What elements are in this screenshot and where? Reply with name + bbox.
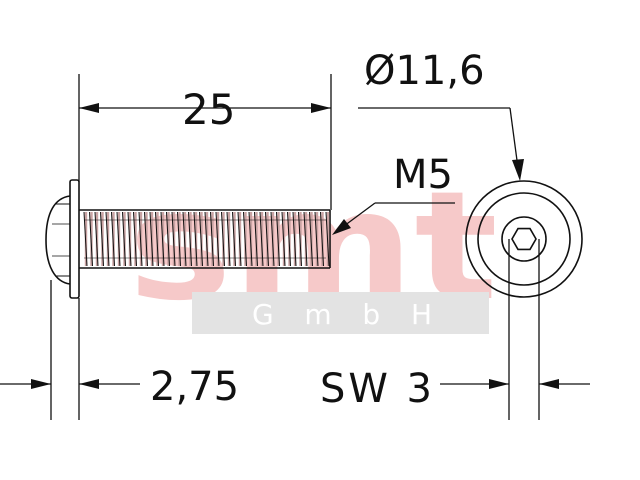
thread-line [144, 211, 148, 267]
dim-thread-label: M5 [393, 152, 453, 198]
thread-line [254, 211, 258, 267]
thread-line [320, 211, 324, 267]
thread-line [309, 211, 313, 267]
bolt-flange [69, 179, 80, 299]
watermark-band [192, 292, 489, 334]
thread-line [259, 211, 264, 267]
thread-line [270, 211, 275, 267]
bolt-side-view [45, 179, 331, 299]
thread-line [116, 211, 121, 267]
thread-line [89, 211, 93, 267]
thread-line [83, 211, 88, 267]
thread-line [265, 211, 269, 267]
thread-line [155, 211, 159, 267]
flange-outer-circle [465, 180, 583, 298]
thread-line [210, 211, 214, 267]
thread-line [199, 211, 203, 267]
thread-line [127, 211, 132, 267]
thread-line [298, 211, 302, 267]
thread-line [105, 211, 110, 267]
thread-line [248, 211, 253, 267]
dim-thread: M5 [332, 152, 455, 235]
thread-line [303, 211, 308, 267]
thread-line [188, 211, 192, 267]
thread-line [122, 211, 126, 267]
thread-line [226, 211, 231, 267]
thread-line [243, 211, 247, 267]
thread-line [221, 211, 225, 267]
dim-wrench-size: SW 3 [320, 239, 590, 420]
thread-line [325, 211, 330, 267]
bolt-front-view [465, 180, 583, 298]
thread-line [276, 211, 280, 267]
dim-wrench-size-label: SW 3 [320, 366, 432, 412]
dim-diameter: Ø11,6 [358, 48, 524, 181]
thread-line [204, 211, 209, 267]
thread-line [292, 211, 297, 267]
dim-head-height: 2,75 [0, 280, 239, 420]
dim-length-label: 25 [182, 85, 235, 134]
dim-diameter-label: Ø11,6 [364, 48, 485, 94]
bolt-head [45, 195, 71, 285]
thread-pattern [83, 211, 330, 267]
thread-line [177, 211, 181, 267]
thread-line [149, 211, 154, 267]
thread-line [281, 211, 286, 267]
thread-line [237, 211, 242, 267]
thread-line [287, 211, 291, 267]
thread-line [94, 211, 99, 267]
thread-line [171, 211, 176, 267]
thread-line [193, 211, 198, 267]
dim-length: 25 [78, 74, 332, 210]
thread-line [166, 211, 170, 267]
thread-line [232, 211, 236, 267]
thread-line [100, 211, 104, 267]
head-circle [477, 192, 571, 286]
thread-line [160, 211, 165, 267]
thread-line [111, 211, 115, 267]
thread-line [138, 211, 143, 267]
thread-line [215, 211, 220, 267]
dim-head-height-label: 2,75 [150, 364, 239, 410]
hex-socket [511, 227, 537, 251]
thread-line [314, 211, 319, 267]
socket-circle [501, 216, 547, 262]
thread-line [133, 211, 137, 267]
thread-line [182, 211, 187, 267]
